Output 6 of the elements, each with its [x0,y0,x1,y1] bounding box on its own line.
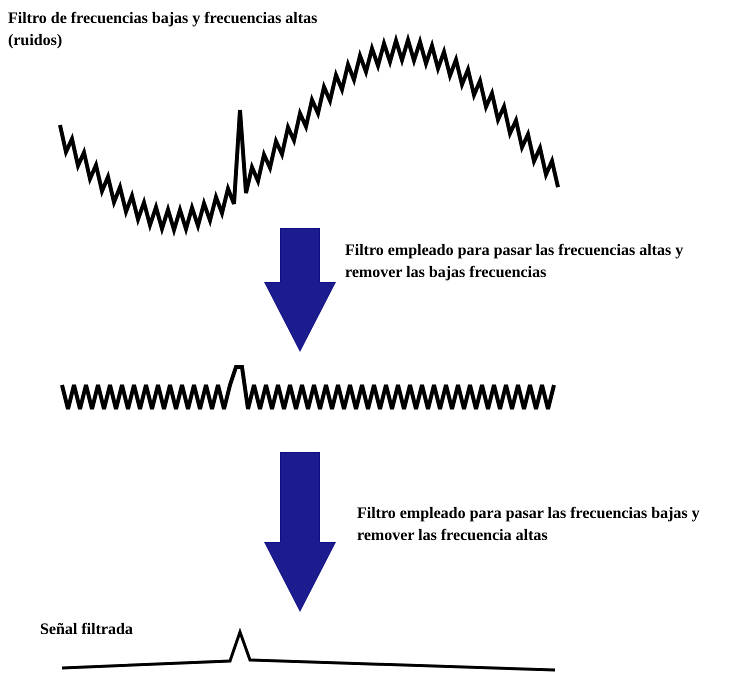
edge-label: Filtro empleado para pasar las frecuencias bajas y remover las frecuencia altas [357,504,701,546]
edge-label: Filtro empleado para pasar las frecuencias altas y remover las bajas frecuencias [345,241,684,283]
signal-heading: Filtro de frecuencias bajas y frecuencias altas (ruidos) [8,9,318,51]
arrow [264,228,336,352]
signal-heading: Señal filtrada [40,620,134,640]
arrow [264,452,336,612]
